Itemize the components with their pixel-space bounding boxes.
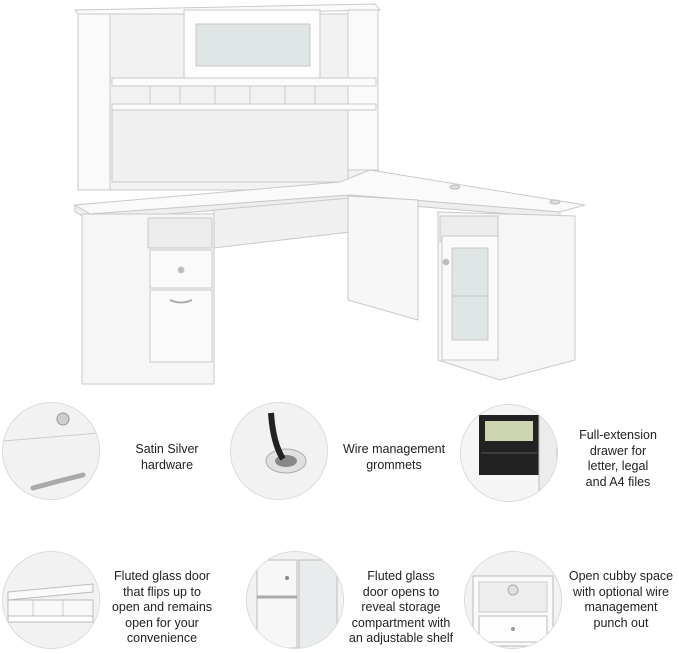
desk-illustration	[73, 3, 586, 385]
feature-grommets: Wire management grommets	[226, 400, 452, 525]
feature-cabinet-shelf: Fluted glass door opens to reveal storag…	[226, 527, 453, 652]
left-pedestal	[81, 213, 215, 385]
right-pedestal	[437, 211, 576, 381]
flip-door-closeup-icon	[2, 551, 100, 649]
grommet-icon	[549, 199, 561, 205]
feature-file-drawer: Full-extension drawer for letter, legal …	[452, 400, 678, 525]
feature-caption: Wire management grommets	[342, 442, 446, 472]
center-panel	[213, 195, 419, 321]
cubby-closeup-icon	[464, 551, 562, 649]
hutch	[73, 3, 382, 191]
hardware-closeup-icon	[2, 402, 100, 500]
grommet-icon	[449, 184, 461, 190]
feature-caption: Fluted glass door opens to reveal storag…	[348, 569, 454, 645]
file-drawer-closeup-icon	[460, 404, 558, 502]
feature-cubby: Open cubby space with optional wire mana…	[452, 527, 678, 652]
feature-caption: Satin Silver hardware	[135, 442, 199, 472]
feature-caption: Fluted glass door that flips up to open …	[111, 569, 213, 645]
feature-flip-door: Fluted glass door that flips up to open …	[0, 527, 226, 652]
cabinet-shelf-closeup-icon	[246, 551, 344, 649]
feature-caption: Full-extension drawer for letter, legal …	[579, 428, 657, 489]
feature-hardware: Satin Silver hardware	[0, 400, 226, 525]
feature-caption: Open cubby space with optional wire mana…	[568, 569, 674, 630]
grommet-closeup-icon	[230, 402, 328, 500]
